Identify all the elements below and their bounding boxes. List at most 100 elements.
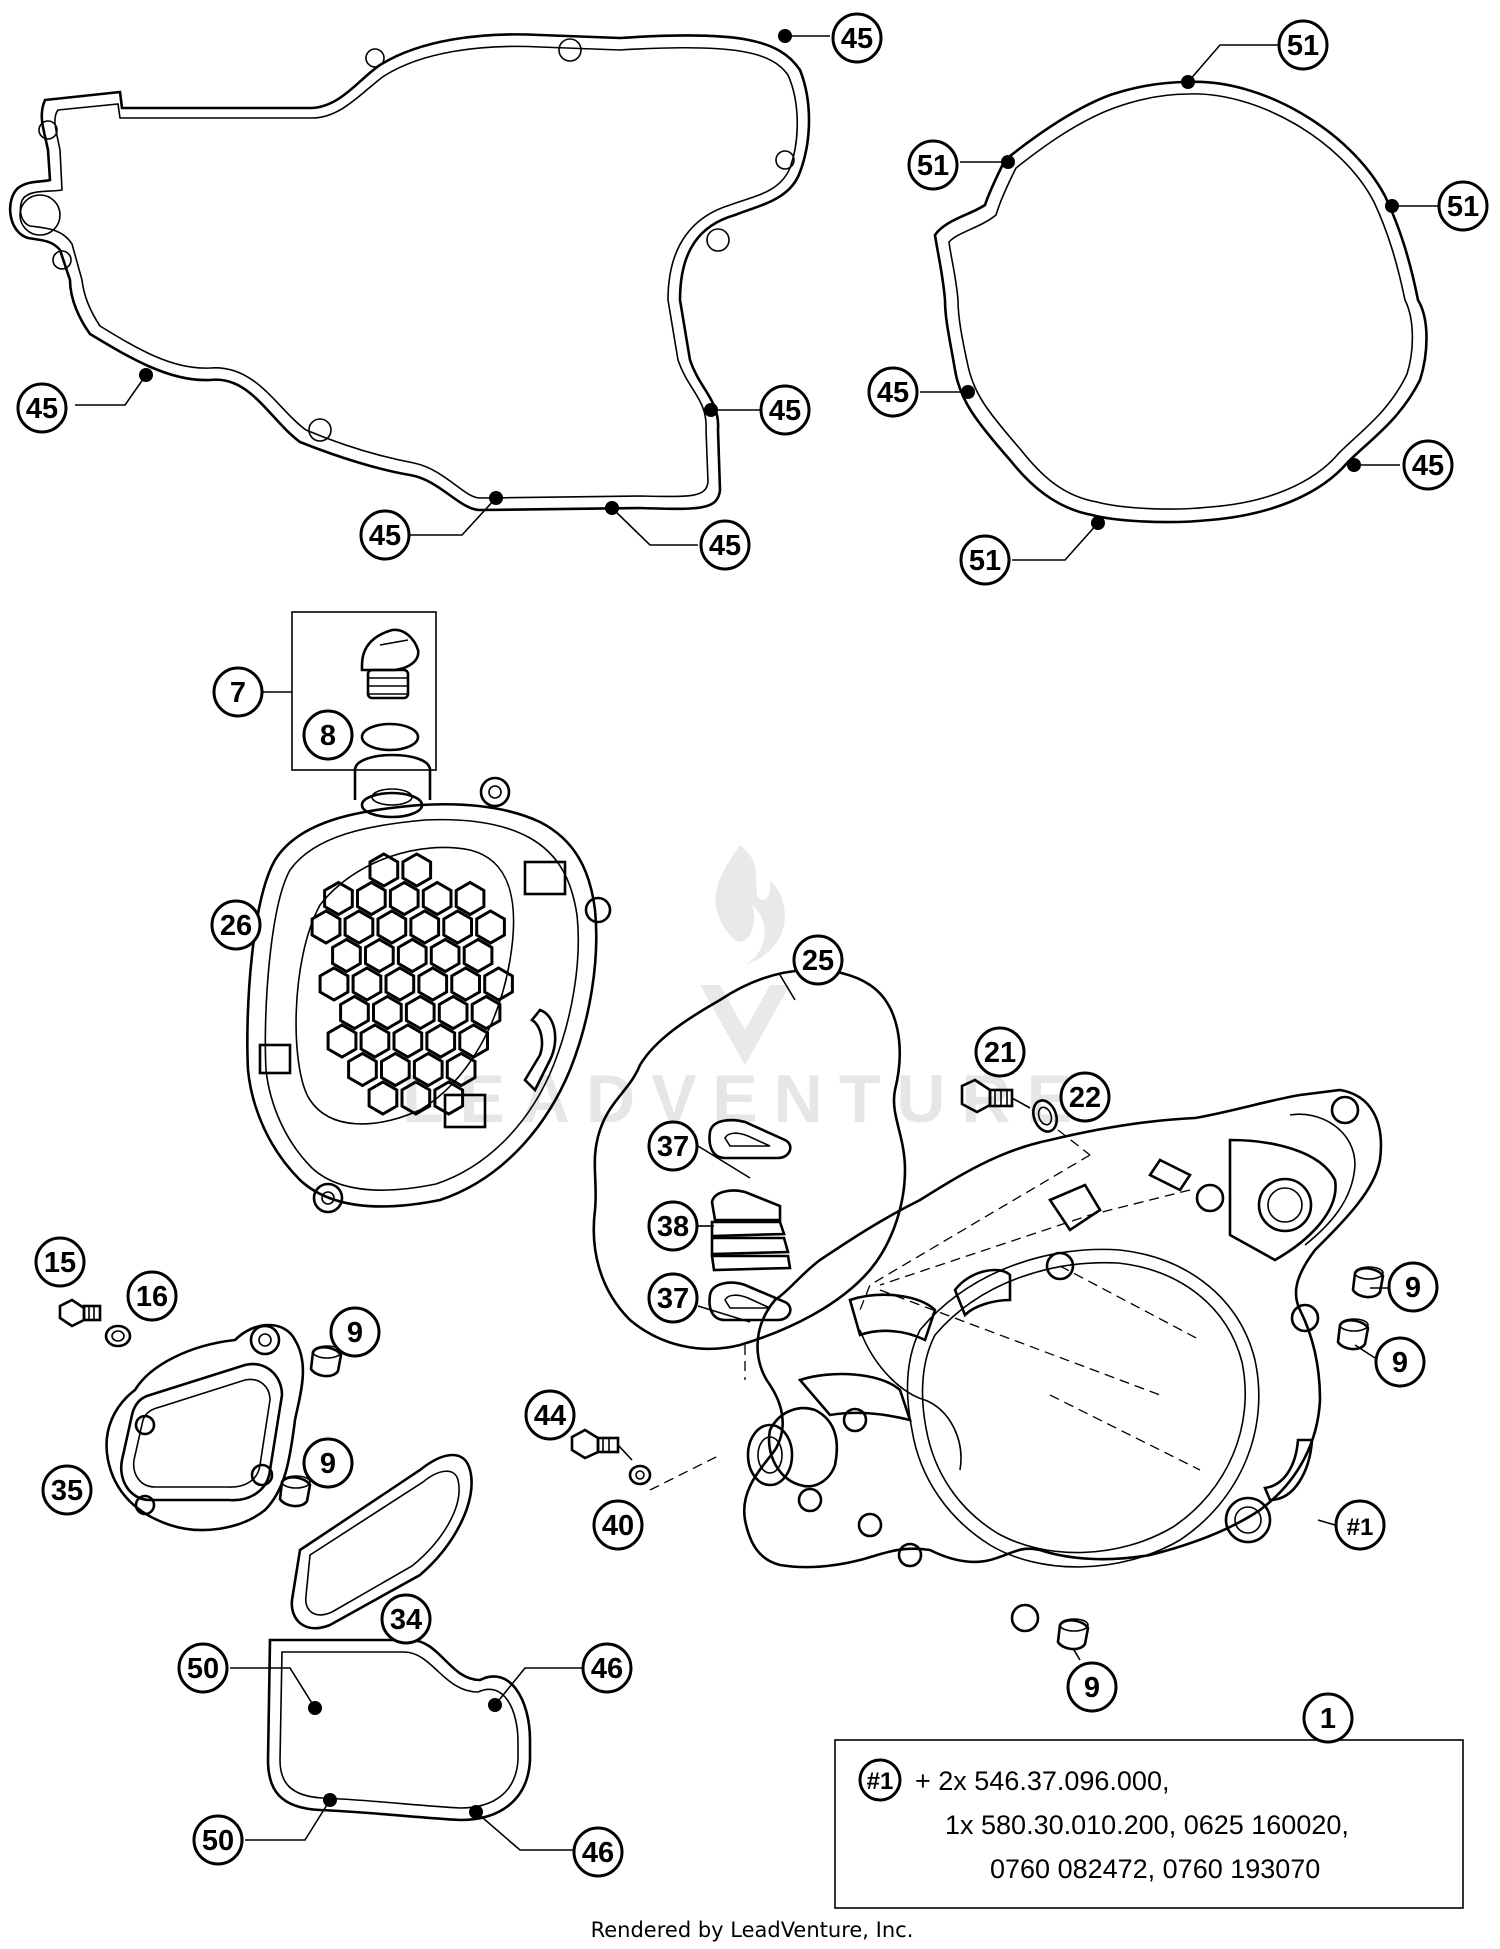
callout-label: 51 (969, 545, 1001, 577)
gasket-leaders-46-50 (230, 1667, 582, 1851)
ignition-cover-gasket (933, 80, 1428, 524)
callout-label: 46 (591, 1653, 623, 1685)
callout-c51-b: 51 (907, 139, 959, 191)
callout-c45-c: 45 (759, 384, 811, 436)
callout-circle (1059, 1071, 1111, 1123)
watermark-text: LEADVENTURE (402, 1061, 1088, 1137)
grille-hexagon (421, 880, 453, 917)
dowel-pin (1056, 1618, 1090, 1651)
svg-text:#1: #1 (867, 1768, 894, 1795)
callout-circle (974, 1026, 1026, 1078)
callout-label: 21 (984, 1037, 1016, 1069)
grille-hexagon (483, 966, 514, 1002)
grille-hexagon (450, 966, 481, 1002)
callout-label: 37 (657, 1283, 689, 1315)
water-pump-gasket-small (266, 1638, 532, 1822)
callout-circle (126, 1270, 178, 1322)
callout-circle (647, 1120, 699, 1172)
gasket-dots-46-50 (308, 1698, 502, 1819)
callout-label: 26 (220, 910, 252, 942)
callout-c45-g: 45 (1402, 439, 1454, 491)
callout-c15: 15 (34, 1236, 86, 1288)
callout-c35: 35 (41, 1464, 93, 1516)
callout-label: 1 (1320, 1703, 1336, 1735)
callout-label: 25 (802, 945, 834, 977)
callout-label: 45 (709, 530, 741, 562)
grille-hexagon (326, 1023, 358, 1059)
callout-label: 45 (877, 377, 909, 409)
grille-hexagon (412, 1051, 444, 1088)
footer-credit: Rendered by LeadVenture, Inc. (591, 1918, 914, 1942)
leadventure-watermark: LEADVENTURE (402, 845, 1088, 1137)
grille-hexagon (409, 909, 441, 945)
grille-hexagon (368, 852, 400, 888)
grille-hexagon (318, 966, 350, 1002)
clutch-cover-main (742, 1088, 1383, 1633)
grille-hexagon (364, 937, 395, 974)
grille-hexagon (331, 937, 362, 974)
callout-c38: 38 (647, 1200, 699, 1252)
callout-circle (1302, 1692, 1354, 1744)
grille-hexagon (339, 994, 370, 1031)
callout-label: 51 (1447, 191, 1479, 223)
grille-hexagon (433, 1080, 465, 1116)
callout-c51-a: 51 (1277, 19, 1329, 71)
grille-hexagon (396, 937, 428, 974)
bleed-screw-15 (58, 1298, 102, 1328)
callout-circle (329, 1306, 381, 1358)
callout-label: 45 (1412, 450, 1444, 482)
grille-hexagon (445, 1051, 477, 1088)
callout-circle (959, 534, 1011, 586)
grille-hexagon (392, 1023, 424, 1059)
callout-label: 22 (1069, 1082, 1101, 1114)
cover-hexagon-grille (310, 852, 514, 1116)
callout-c50-b: 50 (192, 1814, 244, 1866)
callout-circle (302, 1437, 354, 1489)
grille-hexagon (388, 880, 420, 917)
callout-circle (524, 1389, 576, 1441)
dowel-pin (1351, 1266, 1385, 1299)
callout-label: 9 (1405, 1272, 1421, 1304)
grille-hexagon (462, 937, 494, 974)
callout-circle (759, 384, 811, 436)
callout-c16: 16 (126, 1270, 178, 1322)
grille-hexagon (475, 909, 506, 945)
callout-c22: 22 (1059, 1071, 1111, 1123)
grille-hexagon (376, 909, 408, 945)
washer-16 (104, 1324, 132, 1348)
callout-c45-d: 45 (359, 509, 411, 561)
grille-hexagon (367, 1080, 399, 1116)
note-line-1: + 2x 546.37.096.000, (915, 1766, 1169, 1796)
callout-label: 50 (202, 1825, 234, 1857)
note-line-3: 0760 082472, 0760 193070 (990, 1854, 1320, 1884)
callout-label: 38 (657, 1211, 689, 1243)
gasket-leaders-45 (75, 35, 830, 546)
callout-label: 15 (44, 1247, 76, 1279)
dowel-pin (278, 1475, 312, 1508)
callout-label: 45 (26, 393, 58, 425)
callout-circle (792, 934, 844, 986)
callout-label: 9 (320, 1448, 336, 1480)
callout-c9-d: 9 (1374, 1336, 1426, 1388)
grille-hexagon (356, 880, 387, 917)
grille-hexagon (347, 1051, 378, 1088)
callout-circle (907, 139, 959, 191)
callout-label: 44 (534, 1400, 566, 1432)
grille-hexagon (323, 880, 354, 917)
grille-hexagon (401, 852, 433, 888)
callout-label: 16 (136, 1281, 168, 1313)
callout-circle (34, 1236, 86, 1288)
callout-label: 45 (369, 520, 401, 552)
callout-c21: 21 (974, 1026, 1026, 1078)
gasket-leaders-51-45 (920, 44, 1438, 561)
callout-c9-c: 9 (1387, 1261, 1439, 1313)
filler-plug-kit-box (265, 611, 437, 771)
callout-label: 9 (1084, 1672, 1100, 1704)
membrane-parts (697, 1118, 792, 1380)
callout-c9-a: 9 (329, 1306, 381, 1358)
grille-hexagon (458, 1023, 489, 1059)
callout-circle (1374, 1336, 1426, 1388)
callout-c45-f: 45 (867, 366, 919, 418)
callout-circle (1437, 180, 1489, 232)
callout-c50-a: 50 (177, 1642, 229, 1694)
